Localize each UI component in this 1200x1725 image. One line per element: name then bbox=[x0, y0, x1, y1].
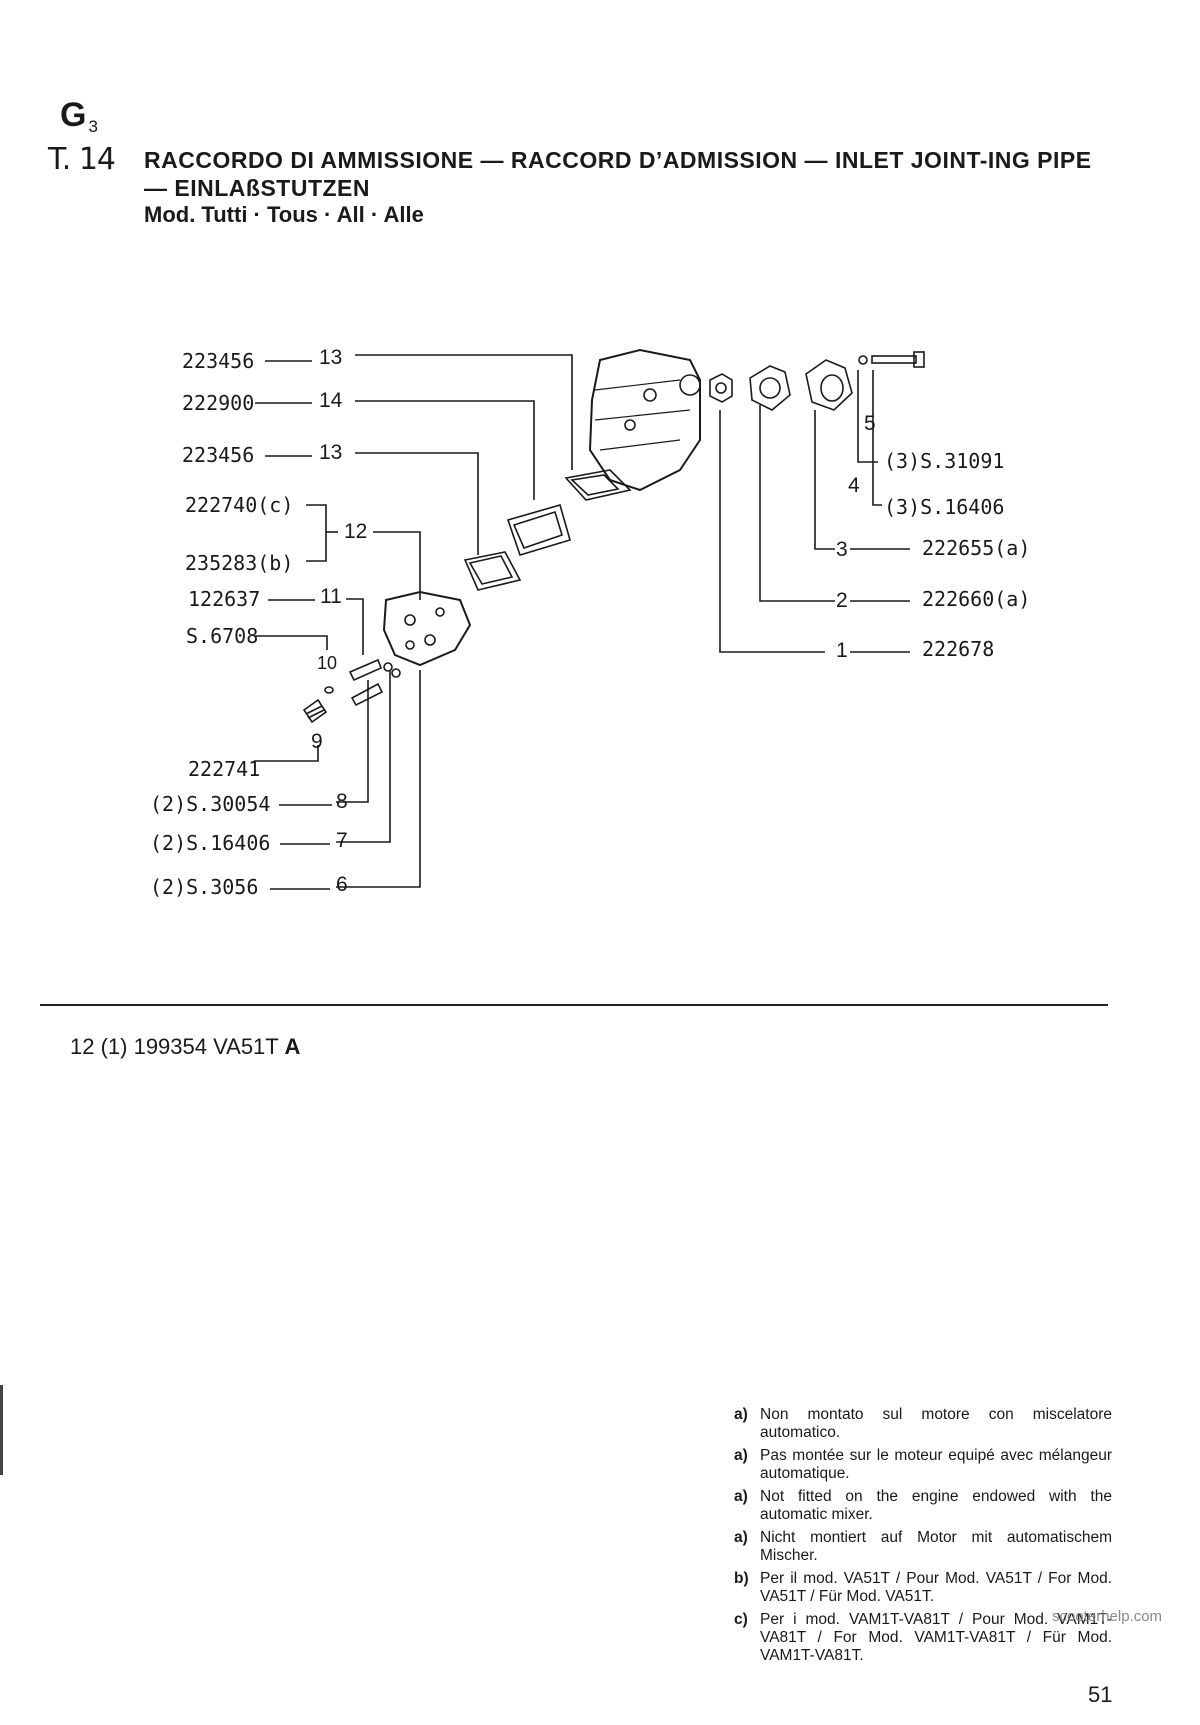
part-ref-1: 1 bbox=[836, 639, 848, 662]
part-code-8: (2)S.30054 bbox=[150, 792, 271, 816]
footnote: a)Not fitted on the engine endowed with … bbox=[734, 1488, 1112, 1523]
part-ref-13b: 13 bbox=[319, 441, 343, 464]
part-ref-3: 3 bbox=[836, 538, 848, 561]
part-code-4: (3)S.16406 bbox=[884, 495, 1005, 519]
part-code-9: 222741 bbox=[188, 757, 261, 781]
part-ref-6: 6 bbox=[336, 873, 348, 896]
footnote: a)Non montato sul motore con miscelatore… bbox=[734, 1406, 1112, 1441]
part-ref-4: 4 bbox=[848, 474, 860, 497]
footnotes: a)Non montato sul motore con miscelatore… bbox=[734, 1406, 1112, 1670]
part-code-12b: 235283(b) bbox=[185, 551, 294, 575]
footnote: c)Per i mod. VAM1T-VA81T / Pour Mod. VAM… bbox=[734, 1611, 1112, 1664]
extra-part-line: 12 (1) 199354 VA51T A bbox=[70, 1034, 301, 1059]
table-title: RACCORDO DI AMMISSIONE — RACCORD D’ADMIS… bbox=[144, 147, 1092, 201]
part-ref-9: 9 bbox=[311, 730, 323, 753]
part-code-5: (3)S.31091 bbox=[884, 449, 1005, 473]
part-code-14: 222900 bbox=[182, 391, 255, 415]
section-divider bbox=[40, 1004, 1108, 1006]
part-ref-7: 7 bbox=[336, 829, 348, 852]
part-ref-10: 10 bbox=[317, 653, 338, 673]
part-code-11: 122637 bbox=[188, 587, 261, 611]
part-code-6: (2)S.3056 bbox=[150, 875, 259, 899]
part-ref-11: 11 bbox=[320, 585, 342, 608]
watermark: scooterhelp.com bbox=[1052, 1608, 1163, 1625]
scan-mark bbox=[0, 1385, 3, 1475]
footnote: a)Nicht montiert auf Motor mit automatis… bbox=[734, 1529, 1112, 1564]
table-number: T. 14 bbox=[48, 142, 116, 177]
part-ref-2: 2 bbox=[836, 589, 848, 612]
part-ref-13: 13 bbox=[319, 346, 343, 369]
footnote: a)Pas montée sur le moteur equipé avec m… bbox=[734, 1447, 1112, 1482]
part-ref-14: 14 bbox=[319, 389, 343, 412]
part-code-1: 222678 bbox=[922, 637, 995, 661]
page-number: 51 bbox=[1088, 1682, 1113, 1707]
part-code-13: 223456 bbox=[182, 349, 255, 373]
part-code-12c: 222740(c) bbox=[185, 493, 294, 517]
part-code-2: 222660(a) bbox=[922, 587, 1031, 611]
part-ref-8: 8 bbox=[336, 790, 348, 813]
part-code-7: (2)S.16406 bbox=[150, 831, 271, 855]
footnote: b)Per il mod. VA51T / Pour Mod. VA51T / … bbox=[734, 1570, 1112, 1605]
models-line: Mod. Tutti · Tous · All · Alle bbox=[144, 202, 424, 227]
part-code-13b: 223456 bbox=[182, 443, 255, 467]
part-ref-5: 5 bbox=[864, 412, 876, 435]
part-code-10: S.6708 bbox=[186, 624, 259, 648]
part-code-3: 222655(a) bbox=[922, 536, 1031, 560]
exploded-diagram bbox=[254, 348, 925, 890]
part-ref-12: 12 bbox=[344, 520, 368, 543]
